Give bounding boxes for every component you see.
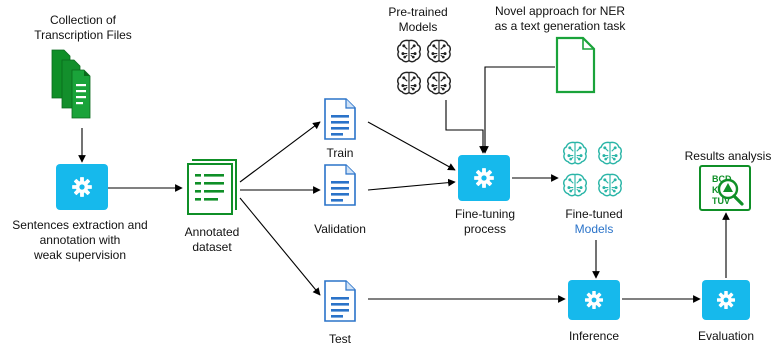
brain-network-icon [427, 71, 451, 95]
brain-network-icon [397, 71, 421, 95]
arrow-annotated-to-train [239, 121, 321, 183]
extraction-label-line1: Sentences extraction and [12, 218, 147, 232]
brain-network-icon [427, 39, 451, 63]
arrow-annotated-to-test [239, 197, 321, 296]
validation-label: Validation [314, 222, 366, 236]
finetuned-label-line1: Fine-tuned [565, 207, 622, 221]
collection-label-line1: Collection of [50, 13, 117, 27]
stacked-documents-icon [51, 49, 91, 119]
finetuning-label-line2: process [464, 222, 506, 236]
pretrained-label-line2: Models [399, 20, 438, 34]
document-icon [324, 164, 356, 206]
train-label: Train [327, 146, 354, 160]
finetuning-label-line1: Fine-tuning [455, 207, 515, 221]
novel-label-line1: Novel approach for NER [495, 4, 625, 18]
document-icon [324, 98, 356, 140]
node-train: Train [324, 98, 356, 160]
annotated-label-line2: dataset [192, 240, 232, 254]
brain-network-icon [598, 173, 622, 197]
node-novel: Novel approach for NER as a text generat… [495, 4, 627, 94]
inference-label: Inference [569, 329, 619, 343]
novel-label-line2: as a text generation task [495, 19, 627, 33]
gear-icon [72, 177, 92, 197]
test-label: Test [329, 332, 352, 346]
node-extraction: Sentences extraction and annotation with… [12, 164, 148, 262]
arrow-pretrained-to-finetuning [445, 100, 487, 154]
magnifier-analysis-icon: BCD KN TUV [699, 165, 751, 211]
node-test: Test [324, 280, 356, 346]
node-validation: Validation [314, 164, 366, 236]
results-glyph-line1: BCD [712, 174, 732, 184]
blank-document-icon [555, 36, 596, 94]
blank-document-fold [582, 38, 594, 50]
annotated-label-line1: Annotated [185, 225, 240, 239]
dataset-document-icon [187, 159, 237, 215]
collection-label-line2: Transcription Files [34, 28, 132, 42]
results-label: Results analysis [685, 149, 772, 163]
brain-network-icon-group [397, 39, 451, 95]
gear-icon [716, 290, 736, 310]
brain-network-icon [563, 141, 587, 165]
document-icon [324, 280, 356, 322]
node-collection: Collection of Transcription Files [34, 13, 132, 119]
results-glyph-line3: TUV [712, 196, 730, 206]
node-evaluation: Evaluation [698, 280, 754, 343]
brain-network-icon-group [563, 141, 622, 197]
node-finetuned: Fine-tuned Models [563, 141, 623, 236]
node-results: Results analysis BCD KN TUV [685, 149, 772, 211]
node-finetuning: Fine-tuning process [455, 155, 515, 236]
finetuned-label-line2: Models [575, 222, 614, 236]
brain-network-icon [397, 39, 421, 63]
brain-network-icon [598, 141, 622, 165]
node-pretrained: Pre-trained Models [388, 5, 451, 95]
extraction-label-line3: weak supervision [33, 248, 126, 262]
extraction-label-line2: annotation with [40, 233, 121, 247]
arrow-validation-to-finetuning [367, 178, 456, 191]
brain-network-icon [563, 173, 587, 197]
gear-icon [474, 168, 494, 188]
connector-arrows [78, 66, 730, 303]
node-annotated: Annotated dataset [185, 159, 240, 254]
evaluation-label: Evaluation [698, 329, 754, 343]
pretrained-label-line1: Pre-trained [388, 5, 447, 19]
arrow-train-to-finetuning [367, 121, 456, 171]
node-inference: Inference [568, 280, 620, 343]
arrow-novel-to-finetuning [481, 66, 555, 154]
gear-icon [584, 290, 604, 310]
